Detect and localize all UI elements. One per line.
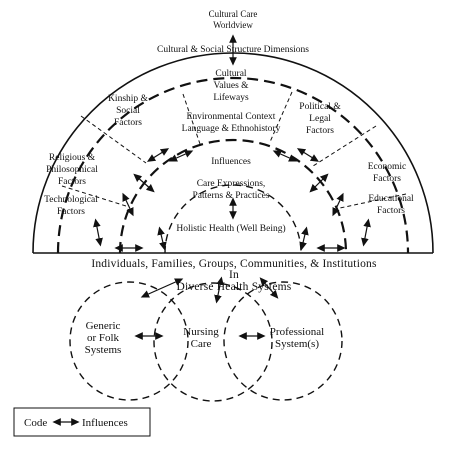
- legend-box: [13, 407, 151, 437]
- generic-circle: [69, 281, 189, 401]
- individuals-line2: In: [229, 269, 239, 281]
- kinship-label: Kinship &: [108, 94, 148, 104]
- religious-label: Religious &: [49, 153, 96, 163]
- legend: Code Influences: [13, 407, 151, 437]
- individuals-line3: Diverse Health Systems: [177, 281, 292, 293]
- environmental-label: Environmental Context: [187, 112, 276, 122]
- arrow-influence: [122, 192, 134, 217]
- kinship-label: Social: [116, 106, 140, 116]
- professional-label: Professional: [270, 326, 324, 338]
- title-line2: Worldview: [213, 20, 253, 30]
- political-label: Legal: [309, 114, 331, 124]
- values-label: Cultural: [215, 69, 246, 79]
- arrow-influence: [146, 148, 170, 162]
- divider-line: [312, 125, 377, 167]
- generic-label: Systems: [85, 344, 122, 356]
- structure-dimensions-label: Cultural & Social Structure Dimensions: [157, 45, 309, 55]
- care-expressions-label: Care Expressions,: [197, 179, 266, 189]
- nursing-label: Nursing: [183, 326, 219, 338]
- legend-influences-label: Influences: [82, 417, 128, 429]
- economic-label: Factors: [373, 174, 401, 184]
- arrow-influence: [168, 150, 194, 162]
- professional-circle: [223, 281, 343, 401]
- educational-label: Educational: [368, 194, 414, 204]
- arrow-influence: [272, 150, 298, 162]
- arrow-to-professional: [259, 277, 279, 299]
- arrow-influence: [296, 148, 320, 162]
- nursing-circle: [153, 282, 273, 402]
- nursing-label: Care: [191, 338, 212, 350]
- arrow-to-nursing: [214, 276, 224, 304]
- arrow-influence: [361, 218, 371, 247]
- individuals-line1: Individuals, Families, Groups, Communiti…: [91, 258, 377, 270]
- title-line1: Cultural Care: [209, 9, 258, 19]
- arrow-to-generic: [140, 278, 184, 298]
- divider-line: [339, 193, 407, 209]
- arrow-influence: [93, 218, 103, 247]
- religious-label: Philosophical: [46, 165, 98, 175]
- values-label: Values &: [213, 81, 249, 91]
- structure-arc: [56, 76, 410, 254]
- divider-line: [182, 93, 201, 145]
- values-label: Lifeways: [213, 92, 249, 103]
- arrow-influence: [157, 226, 167, 251]
- kinship-label: Factors: [114, 118, 142, 128]
- generic-label: Generic: [86, 320, 121, 332]
- political-label: Factors: [306, 126, 334, 136]
- care-expressions-label: Patterns & Practices: [192, 191, 269, 201]
- influences-label: Influences: [211, 156, 251, 167]
- religious-label: Factors: [58, 177, 86, 187]
- arrow-influence: [332, 192, 344, 217]
- economic-label: Economic: [368, 162, 407, 172]
- technological-label: Factors: [57, 207, 85, 217]
- divider-line: [80, 115, 147, 164]
- professional-label: System(s): [275, 338, 319, 350]
- political-label: Political &: [299, 102, 341, 112]
- technological-label: Technological: [44, 195, 98, 205]
- environmental-label: Language & Ethnohistory: [182, 124, 281, 134]
- arrow-influence: [309, 173, 329, 193]
- holistic-health-label: Holistic Health (Well Being): [176, 223, 285, 234]
- arrow-influence: [299, 226, 309, 251]
- care-arc: [164, 184, 302, 254]
- arrow-influence: [133, 173, 155, 193]
- legend-code-label: Code: [24, 417, 47, 429]
- educational-label: Factors: [377, 206, 405, 216]
- divider-line: [269, 91, 293, 143]
- generic-label: or Folk: [87, 332, 120, 344]
